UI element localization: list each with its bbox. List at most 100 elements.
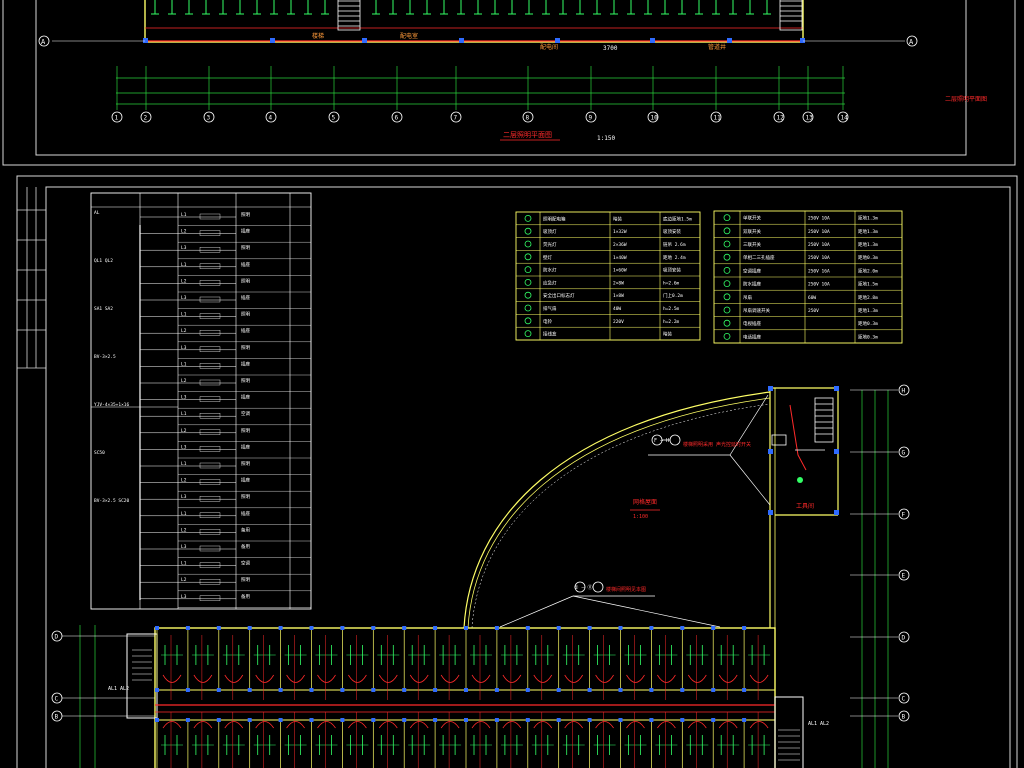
legend-name: 单联开关 bbox=[743, 215, 761, 222]
circuit-id: L2 bbox=[181, 229, 187, 235]
schedule-left-note: SA1 SA2 bbox=[94, 306, 113, 312]
legend-symbol-icon bbox=[524, 214, 532, 222]
left-title-strip bbox=[17, 187, 46, 369]
legend-note: 吸顶安装 bbox=[663, 267, 681, 274]
top-axis-bubble-9: 9 bbox=[585, 111, 597, 123]
bottom-sheet-frame bbox=[16, 175, 1018, 768]
legend-row: 电话插座距地0.3m bbox=[714, 332, 902, 344]
circuit-note: 照明 bbox=[241, 577, 250, 583]
legend-symbol-icon bbox=[524, 227, 532, 235]
axis-letter: C bbox=[902, 696, 906, 703]
callout-top: F — H 楼梯照明采用 声光控延时开关 bbox=[648, 394, 771, 506]
legend-name: 照明配电箱 bbox=[543, 215, 566, 222]
legend-row: 照明配电箱 暗装 底边距地1.5m bbox=[516, 214, 700, 226]
legend-note: 距地1.3m bbox=[858, 241, 878, 248]
circuit-note: 插座 bbox=[241, 510, 250, 517]
axis-bubble-left: C bbox=[51, 692, 155, 704]
circuit-note: 照明 bbox=[241, 278, 250, 284]
bottom-sheet-inner-frame bbox=[45, 186, 1011, 768]
top-axis-bubble-6: 6 bbox=[391, 111, 403, 123]
legend-spec: 250V 10A bbox=[808, 229, 830, 235]
top-axis-bubble-11: 11 bbox=[710, 111, 722, 123]
legend-name: 接线盒 bbox=[543, 331, 557, 338]
room-cell bbox=[311, 628, 338, 768]
legend-spec: 40W bbox=[613, 306, 621, 312]
legend-symbol-icon bbox=[723, 227, 731, 235]
axis-letter: C bbox=[55, 696, 59, 703]
circuit-note: 插座 bbox=[241, 228, 250, 235]
top-dimension-lines bbox=[116, 77, 845, 105]
top-axis-number: 6 bbox=[395, 115, 399, 122]
legend-note: 底边距地1.5m bbox=[663, 215, 692, 222]
legend-name: 电铃 bbox=[543, 318, 552, 325]
legend-row: 接线盒暗装 bbox=[516, 330, 700, 341]
circuit-note: 空调 bbox=[241, 560, 250, 567]
top-room-label-1: 楼梯 bbox=[312, 32, 324, 40]
room-cell bbox=[651, 628, 678, 768]
axis-bubble-right: G bbox=[850, 446, 910, 458]
legend-name: 吸顶灯 bbox=[543, 228, 557, 235]
callout-bottom: ① — ⑪ 楼梯间照明见本图 bbox=[499, 581, 721, 628]
legend-symbol-icon bbox=[524, 266, 532, 274]
top-axis-bubble-14: 14 bbox=[837, 111, 849, 123]
top-sheet-frame bbox=[2, 0, 1016, 166]
legend-symbol-icon bbox=[524, 304, 532, 312]
legend-note: 距地1.5m bbox=[858, 281, 878, 288]
legend-name: 防水灯 bbox=[543, 267, 557, 274]
legend-symbol-icon bbox=[723, 253, 731, 261]
circuit-id: L1 bbox=[181, 511, 187, 517]
room-cell bbox=[496, 628, 523, 768]
top-axis-number: 10 bbox=[651, 115, 659, 122]
circuit-id: L2 bbox=[181, 478, 187, 484]
circuit-id: L2 bbox=[181, 378, 187, 384]
top-axis-bubble-2: 2 bbox=[140, 111, 152, 123]
legend-note: 距地0.3m bbox=[858, 254, 878, 261]
svg-text:A: A bbox=[41, 38, 46, 46]
top-axis-number: 9 bbox=[589, 115, 593, 122]
legend-symbol-icon bbox=[524, 253, 532, 261]
legend-note: h=2.2m bbox=[663, 319, 680, 325]
axis-letter: G bbox=[902, 450, 906, 457]
top-room-label-2: 配电室 bbox=[400, 32, 418, 40]
legend-name: 双联开关 bbox=[743, 228, 761, 235]
top-axis-bubble-1: 1 bbox=[111, 111, 123, 123]
axis-bubble-left: B bbox=[51, 710, 155, 722]
legend-spec: 暗装 bbox=[613, 215, 622, 222]
top-axis-number: 12 bbox=[777, 115, 785, 122]
room-cell bbox=[712, 628, 740, 768]
circuit-id: L3 bbox=[181, 295, 187, 301]
axis-bubble-left: D bbox=[51, 630, 155, 642]
circuit-id: L3 bbox=[181, 444, 187, 450]
circuit-note: 照明 bbox=[241, 494, 250, 500]
legend-name: 空调插座 bbox=[743, 267, 761, 274]
legend-symbol-icon bbox=[723, 266, 731, 274]
legend-spec: 1×60W bbox=[613, 268, 627, 274]
legend-spec: 220V bbox=[613, 319, 624, 325]
axis-bubble-right: D bbox=[850, 631, 910, 643]
legend-symbol-icon bbox=[723, 319, 731, 327]
circuit-note: 插座 bbox=[241, 327, 250, 334]
top-axis-bubble-13: 13 bbox=[802, 111, 814, 123]
top-building-plan: 楼梯 配电室 配电间 管道井 3700 bbox=[143, 0, 805, 52]
circuit-note: 照明 bbox=[241, 345, 250, 351]
circuit-note: 插座 bbox=[241, 261, 250, 268]
